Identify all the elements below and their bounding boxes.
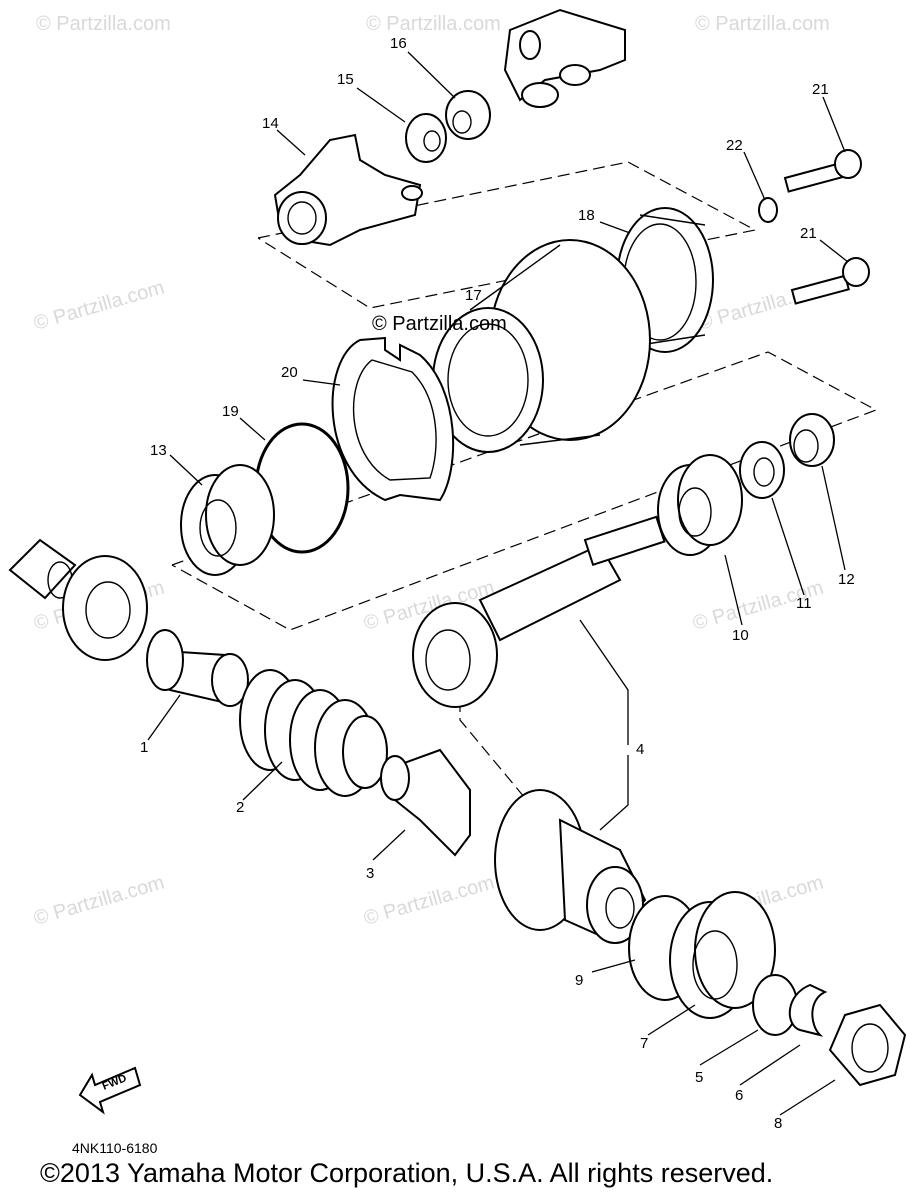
yoke [273, 133, 423, 247]
washer-15 [405, 113, 447, 163]
housing-17 [432, 239, 651, 453]
part-label: 10 [732, 627, 749, 644]
part-label: 21 [812, 81, 829, 98]
nut-8 [828, 1003, 906, 1087]
bearing-13 [180, 464, 275, 576]
coupling-3 [380, 748, 471, 857]
leader-lines [147, 51, 849, 1116]
part-label: 9 [575, 972, 583, 989]
nut-16 [445, 90, 491, 140]
part-label: 18 [578, 207, 595, 224]
watermark: © Partzilla.com [36, 13, 171, 35]
ring-gear [494, 789, 647, 944]
part-label: 22 [726, 137, 743, 154]
part-label: 4 [636, 741, 644, 758]
part-label: 13 [150, 442, 167, 459]
watermark: © Partzilla.com [695, 13, 830, 35]
part-label: 17 [465, 287, 482, 304]
washer-22 [758, 197, 778, 223]
collar-1 [146, 629, 249, 707]
copyright-notice: ©2013 Yamaha Motor Corporation, U.S.A. A… [40, 1158, 774, 1188]
part-label: 20 [281, 364, 298, 381]
part-label: 2 [236, 799, 244, 816]
watermark: © Partzilla.com [31, 277, 167, 335]
part-label: 15 [337, 71, 354, 88]
group-outline-top [257, 161, 757, 309]
watermark: © Partzilla.com [31, 872, 167, 930]
bush-12 [789, 413, 835, 467]
part-label: 7 [640, 1035, 648, 1052]
spring-2 [239, 669, 388, 797]
shim-11 [739, 441, 785, 499]
part-label: 16 [390, 35, 407, 52]
part-label: 21 [800, 225, 817, 242]
bearing-7 [669, 891, 776, 1019]
oil-seal [62, 555, 148, 661]
center-watermark: © Partzilla.com [372, 313, 507, 335]
part-label: 8 [774, 1115, 782, 1132]
diagram-code: 4NK110-6180 [72, 1140, 158, 1156]
part-label: 6 [735, 1087, 743, 1104]
shim-20 [331, 336, 455, 502]
bolt-21-lower [790, 257, 870, 305]
drive-pinion-4 [412, 515, 666, 708]
part-label: 1 [140, 739, 148, 756]
part-label: 12 [838, 571, 855, 588]
part-label: 11 [796, 595, 812, 612]
fwd-arrow-icon: FWD [78, 1066, 142, 1115]
part-label: 3 [366, 865, 374, 882]
part-label: 14 [262, 115, 279, 132]
part-label: 19 [222, 403, 239, 420]
watermark: © Partzilla.com [361, 872, 497, 930]
bearing-10 [657, 454, 743, 556]
universal-joint [503, 8, 626, 108]
bolt-21-upper [783, 149, 862, 193]
watermark: © Partzilla.com [366, 13, 501, 35]
part-label: 5 [695, 1069, 703, 1086]
part-labels: 1 2 3 4 5 6 7 8 9 10 11 12 13 14 15 16 1… [140, 35, 855, 1132]
lock-washer-6 [788, 983, 828, 1037]
